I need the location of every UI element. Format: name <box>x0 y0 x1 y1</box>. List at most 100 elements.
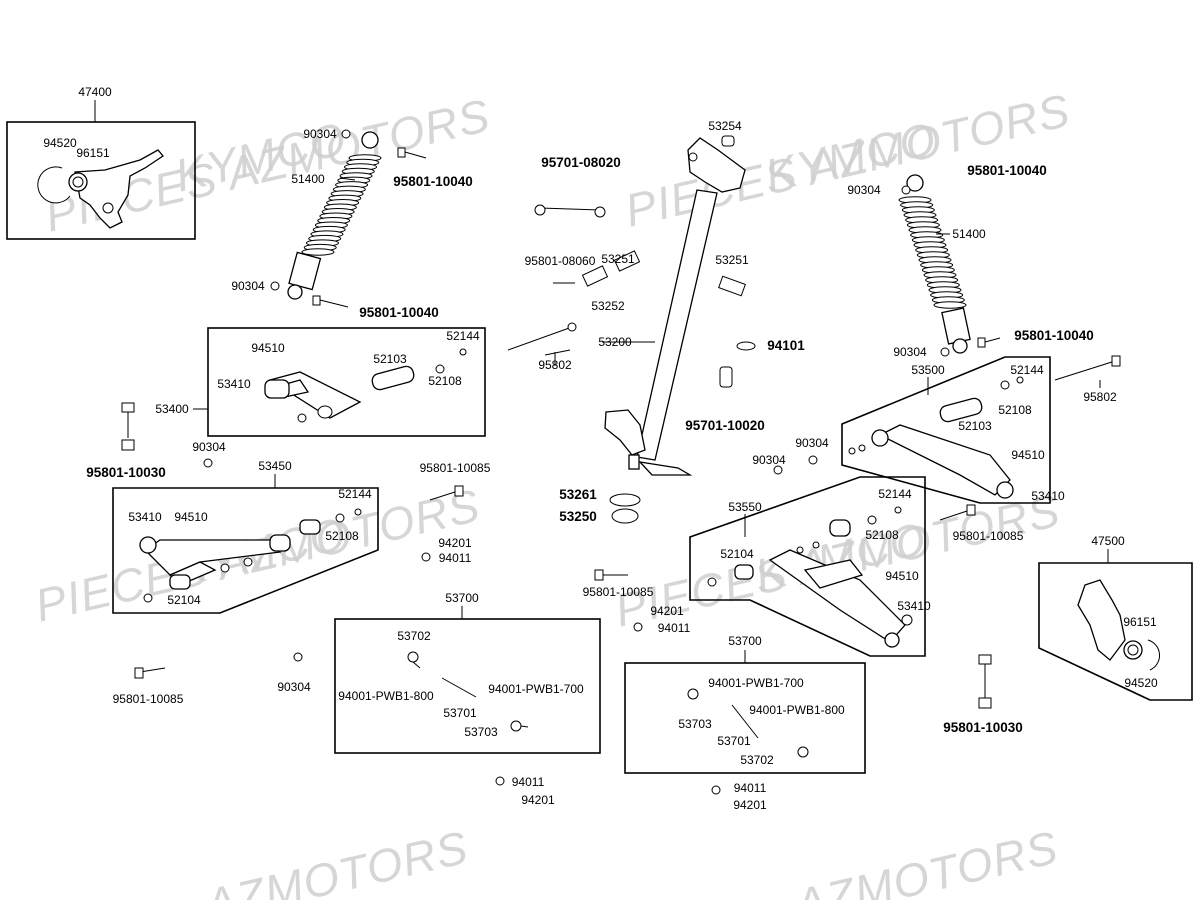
part-label: 94011 <box>438 551 472 565</box>
part-label: 53703 <box>464 725 498 739</box>
part-label: 94011 <box>511 775 545 789</box>
part-label: 95801-10040 <box>967 163 1047 178</box>
part-label: 94201 <box>650 604 684 618</box>
part-label: 53410 <box>897 599 931 613</box>
knuckle-right <box>1077 579 1160 671</box>
part-label: 90304 <box>303 127 337 141</box>
group-label: 53500 <box>911 363 945 377</box>
part-label: 90304 <box>752 453 786 467</box>
part-label: 94201 <box>521 793 555 807</box>
group-label: 53700 <box>445 591 479 605</box>
part-label: 95801-10040 <box>393 174 473 189</box>
part-label: 94520 <box>43 136 77 150</box>
part-label: 96151 <box>76 146 110 160</box>
part-label: 94201 <box>733 798 767 812</box>
part-label: 53251 <box>601 252 635 266</box>
part-label: 53410 <box>1031 489 1065 503</box>
part-label: 95801-10040 <box>359 305 439 320</box>
part-label: 96151 <box>1123 615 1157 629</box>
group-label: 53700 <box>728 634 762 648</box>
tie-rod-parts <box>203 129 950 795</box>
part-label: 95801-10085 <box>112 692 184 706</box>
frame-53700-left <box>334 618 601 754</box>
group-label: 53550 <box>728 500 762 514</box>
part-label: 90304 <box>795 436 829 450</box>
part-label: 95801-10085 <box>419 461 491 475</box>
long-bolts <box>121 147 1121 709</box>
part-label: 53252 <box>591 299 625 313</box>
part-label: 95801-10085 <box>582 585 654 599</box>
part-label: 53703 <box>678 717 712 731</box>
part-label: 53701 <box>443 706 477 720</box>
part-label: 52144 <box>446 329 480 343</box>
part-label: 53251 <box>715 253 749 267</box>
part-label: 95802 <box>1083 390 1117 404</box>
group-label: 47400 <box>78 85 112 99</box>
part-label: 53261 <box>559 487 597 502</box>
part-label: 52103 <box>373 352 407 366</box>
part-label: 94011 <box>657 621 691 635</box>
part-label: 94520 <box>1124 676 1158 690</box>
part-label: 53702 <box>740 753 774 767</box>
part-label: 52108 <box>865 528 899 542</box>
leader-lines <box>339 177 1101 388</box>
part-label: 53701 <box>717 734 751 748</box>
part-label: 53410 <box>217 377 251 391</box>
part-label: 94101 <box>767 338 805 353</box>
part-label: 94510 <box>174 510 208 524</box>
coil-ring <box>301 248 335 256</box>
frame-53450 <box>112 487 379 614</box>
part-label: 90304 <box>847 183 881 197</box>
knuckle-left <box>37 149 164 229</box>
part-label: 90304 <box>277 680 311 694</box>
steering-small-parts <box>507 204 756 524</box>
part-label: 90304 <box>231 279 265 293</box>
part-label: 52144 <box>1010 363 1044 377</box>
part-label: 53254 <box>708 119 742 133</box>
part-label: 94011 <box>733 781 767 795</box>
part-label: 95701-08020 <box>541 155 621 170</box>
group-label: 47500 <box>1091 534 1125 548</box>
part-label: 52108 <box>428 374 462 388</box>
part-label: 94510 <box>885 569 919 583</box>
part-label: 95801-08060 <box>524 254 596 268</box>
coil-ring <box>933 301 967 309</box>
part-label: 94001-PWB1-800 <box>749 703 845 717</box>
part-label: 53410 <box>128 510 162 524</box>
frame-47400 <box>6 121 196 240</box>
shock-absorber-right <box>898 174 971 354</box>
part-label: 94001-PWB1-700 <box>488 682 584 696</box>
part-label: 51400 <box>952 227 986 241</box>
part-label: 94510 <box>1011 448 1045 462</box>
part-label: 51400 <box>291 172 325 186</box>
part-label: 95801-10085 <box>952 529 1024 543</box>
part-label: 94001-PWB1-700 <box>708 676 804 690</box>
part-label: 52144 <box>338 487 372 501</box>
part-label: 52108 <box>325 529 359 543</box>
group-label: 53400 <box>155 402 189 416</box>
part-label: 95801-10030 <box>86 465 166 480</box>
frame-53500 <box>841 356 1051 504</box>
part-label: 95801-10040 <box>1014 328 1094 343</box>
part-label: 52104 <box>167 593 201 607</box>
part-label: 95802 <box>538 358 572 372</box>
part-label: 53250 <box>559 509 597 524</box>
part-label: 94001-PWB1-800 <box>338 689 434 703</box>
group-label: 53450 <box>258 459 292 473</box>
frame-47500 <box>1038 562 1193 701</box>
frame-53550 <box>689 476 926 657</box>
part-label: 52108 <box>998 403 1032 417</box>
part-label: 53702 <box>397 629 431 643</box>
part-label: 95701-10020 <box>685 418 765 433</box>
lower-arm-left <box>139 508 362 603</box>
lower-arm-right <box>707 506 913 648</box>
shock-absorber-left <box>287 131 382 300</box>
upper-arm-right <box>848 376 1024 499</box>
part-label: 90304 <box>192 440 226 454</box>
upper-arm-left <box>264 348 467 423</box>
part-label: 90304 <box>893 345 927 359</box>
part-label: 95801-10030 <box>943 720 1023 735</box>
part-label: 52144 <box>878 487 912 501</box>
